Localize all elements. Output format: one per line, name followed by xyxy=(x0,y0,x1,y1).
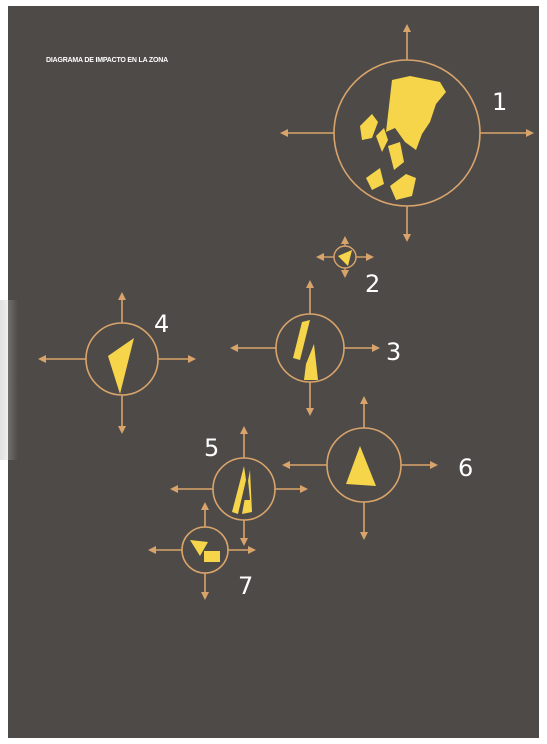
zone-7-label: 7 xyxy=(238,572,253,600)
zone-4-shape xyxy=(108,338,134,394)
zone-6: 6 xyxy=(284,398,473,538)
zone-7-circle xyxy=(182,527,228,573)
zone-1-shapes xyxy=(360,76,446,200)
zone-7-shapes xyxy=(190,540,220,562)
zone-1-label: 1 xyxy=(492,88,507,116)
zone-5: 5 xyxy=(172,428,306,544)
zone-7: 7 xyxy=(150,504,254,600)
zone-5-shapes xyxy=(232,466,252,514)
zone-2: 2 xyxy=(318,238,380,298)
zone-3-arrows xyxy=(232,282,378,414)
zone-3-shapes xyxy=(293,320,318,380)
zone-1: 1 xyxy=(282,26,532,240)
zone-2-label: 2 xyxy=(365,270,380,298)
zone-4-label: 4 xyxy=(154,310,169,338)
zone-2-shape xyxy=(338,250,352,266)
zone-3-label: 3 xyxy=(386,338,401,366)
zone-3: 3 xyxy=(232,282,401,414)
zone-6-shape xyxy=(346,446,376,486)
zone-6-label: 6 xyxy=(458,454,473,482)
zone-4: 4 xyxy=(40,294,194,432)
zone-5-label: 5 xyxy=(204,434,219,462)
